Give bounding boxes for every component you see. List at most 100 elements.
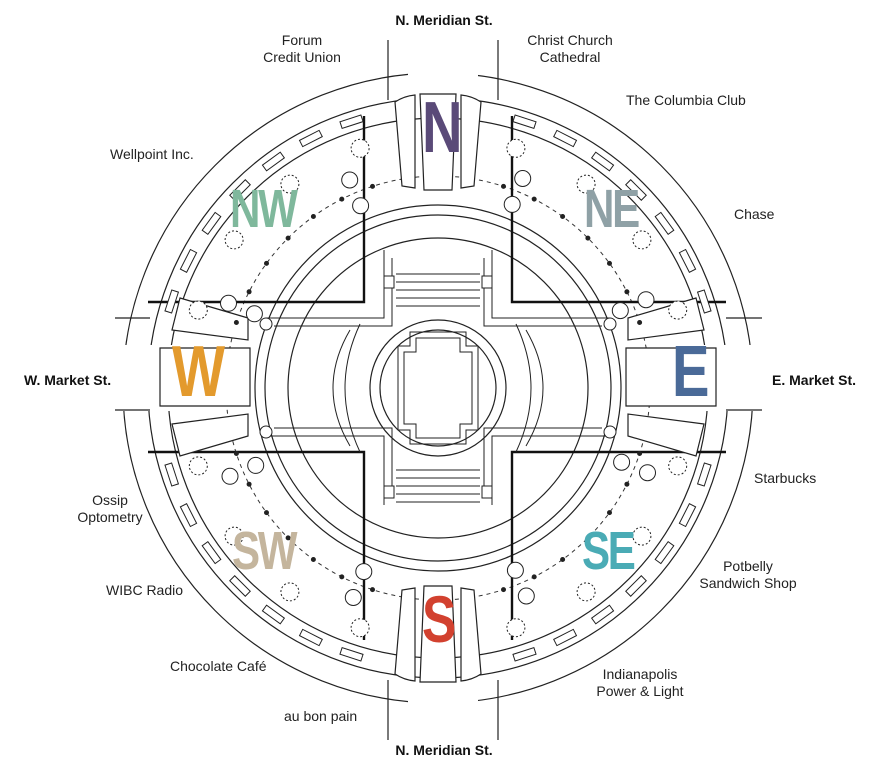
- planter: [517, 587, 535, 605]
- tree: [576, 582, 596, 602]
- label-columbia-club: The Columbia Club: [626, 92, 746, 108]
- bench: [696, 462, 712, 487]
- bollard: [637, 320, 643, 325]
- quadrant-nw: NW: [230, 179, 298, 239]
- label-chase: Chase: [734, 206, 775, 222]
- bollard: [560, 557, 566, 562]
- bollard: [310, 214, 316, 219]
- tree: [280, 582, 300, 602]
- bollard: [624, 481, 630, 487]
- south-street-edge: [387, 680, 499, 740]
- tree: [506, 618, 526, 638]
- label-wibc-radio: WIBC Radio: [106, 582, 184, 598]
- s-bay-3: [460, 587, 482, 682]
- planter: [637, 291, 655, 309]
- bollard: [370, 587, 375, 593]
- planter: [639, 464, 656, 482]
- planter: [514, 170, 532, 187]
- e-bay-2: [625, 347, 717, 407]
- north-street-edge: [387, 40, 499, 100]
- bollard: [531, 574, 537, 580]
- bollard: [637, 451, 643, 456]
- bollard: [285, 235, 291, 241]
- bench: [696, 289, 712, 314]
- n-bay-1: [394, 94, 416, 189]
- bench: [590, 151, 615, 172]
- bench: [625, 179, 647, 201]
- plaza-ring-step: [287, 237, 589, 539]
- bench: [201, 211, 222, 236]
- monument: [397, 331, 479, 445]
- south-steps: [396, 469, 480, 503]
- bench: [261, 151, 286, 172]
- street-west: W. Market St.: [24, 372, 112, 388]
- label-starbucks: Starbucks: [754, 470, 817, 486]
- w-bay-2: [159, 347, 251, 407]
- planter: [613, 453, 631, 471]
- quadrant-sw: SW: [232, 521, 298, 581]
- bench: [298, 628, 323, 647]
- bollard: [624, 289, 630, 295]
- w-bay-3: [171, 413, 249, 457]
- bollard: [233, 451, 239, 456]
- bench: [512, 114, 537, 130]
- bench: [164, 462, 180, 487]
- bench: [339, 114, 364, 130]
- street-east: E. Market St.: [772, 372, 857, 388]
- e-bay-3: [627, 413, 705, 457]
- bench: [553, 628, 578, 647]
- bollard: [585, 535, 591, 541]
- north-steps: [396, 273, 480, 307]
- west-fountain-2: [332, 329, 351, 447]
- n-bay-3: [460, 94, 482, 189]
- monument-base-ring-inner: [379, 329, 497, 447]
- bench: [654, 540, 675, 565]
- label-chocolate-cafe: Chocolate Café: [170, 658, 267, 674]
- planter: [503, 195, 521, 213]
- monument-base-ring: [369, 319, 507, 457]
- tree: [350, 618, 370, 638]
- west-fountain: [344, 323, 361, 453]
- bollard: [607, 260, 612, 266]
- tree: [506, 138, 526, 158]
- east-fountain-2: [525, 329, 544, 447]
- bollard: [531, 196, 537, 202]
- inner-cross-2: [274, 258, 602, 497]
- east-fountain: [515, 323, 532, 453]
- bollard: [264, 260, 269, 266]
- bollard: [585, 235, 591, 241]
- bollard: [310, 557, 316, 562]
- bench: [512, 646, 537, 662]
- bench: [179, 503, 198, 528]
- quadrant-n: N: [422, 88, 463, 168]
- bench: [553, 129, 578, 148]
- bench: [654, 211, 675, 236]
- planter: [506, 561, 524, 579]
- street-north: N. Meridian St.: [395, 12, 493, 28]
- bollard: [501, 183, 506, 189]
- quadrant-w: W: [172, 332, 225, 412]
- monument-inner: [403, 337, 473, 439]
- quadrant-se: SE: [582, 521, 636, 581]
- tree: [188, 456, 208, 476]
- bench: [678, 503, 697, 528]
- bollard: [560, 214, 566, 219]
- bollard: [370, 183, 375, 189]
- bench: [229, 179, 251, 201]
- bench: [339, 646, 364, 662]
- bollard: [246, 289, 252, 295]
- tree: [668, 300, 688, 320]
- bollard: [246, 481, 252, 487]
- planter: [341, 171, 359, 189]
- bench: [678, 248, 697, 273]
- planter: [355, 563, 373, 581]
- planter: [245, 305, 263, 323]
- east-street-edge: [726, 317, 762, 411]
- ring-features: [164, 114, 712, 662]
- planter: [221, 467, 239, 485]
- bollard: [501, 587, 506, 593]
